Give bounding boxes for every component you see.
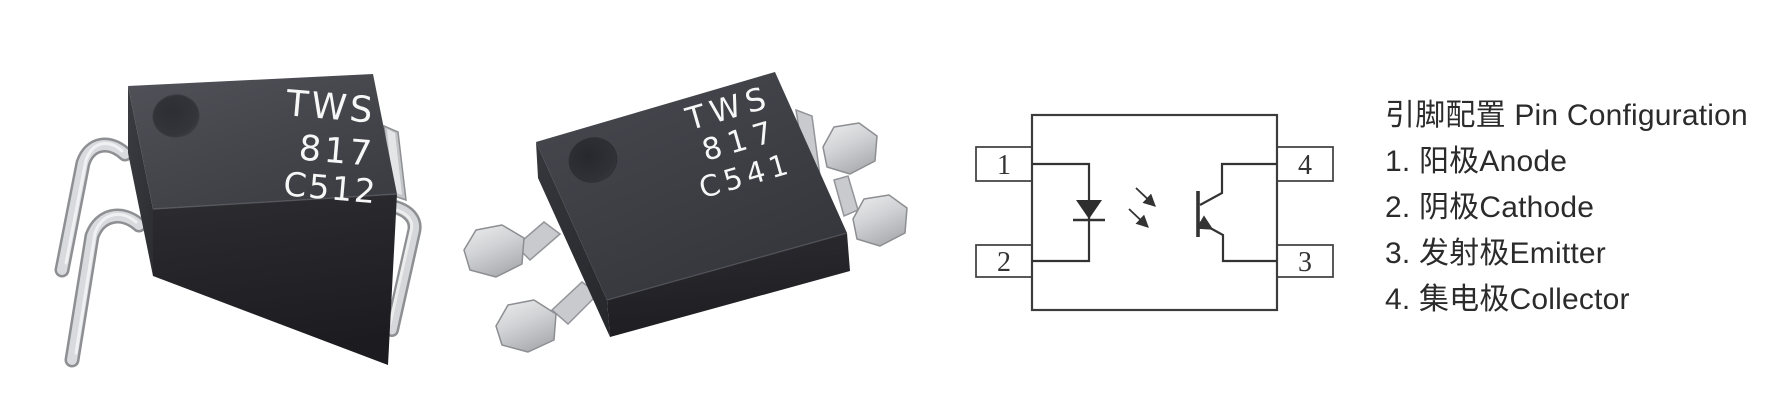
smd-pin1-dimple <box>568 137 618 183</box>
smd-lead-pad <box>822 122 878 175</box>
pin-config-item-emitter: 3. 发射极Emitter <box>1385 237 1606 270</box>
light-arrows <box>1128 187 1156 228</box>
schematic-pin2-label: 2 <box>997 247 1011 278</box>
smd-body-top-face <box>536 72 847 300</box>
dip-body-left-face <box>128 86 153 276</box>
smd-body-left-face <box>536 142 610 337</box>
smd-leads-right <box>795 108 908 247</box>
dip-leads-left <box>54 137 147 368</box>
schematic-pin1-label: 1 <box>997 150 1011 181</box>
smd-lead-pad <box>463 224 525 278</box>
pin-configuration-list: 引脚配置 Pin Configuration 1. 阳极Anode 2. 阴极C… <box>1385 93 1765 323</box>
smd-body: TWS 817 C541 <box>536 72 850 337</box>
smd-lead-pad <box>495 299 557 353</box>
pin-diagram: 1 2 4 3 <box>975 113 1334 312</box>
dip-body: TWS 817 C512 <box>128 74 398 365</box>
dip-marking: TWS 817 C512 <box>282 83 379 211</box>
dip-pin1-dimple <box>152 94 200 138</box>
dip-chip-photo: TWS 817 C512 <box>54 74 422 368</box>
dip-marking-line2: 817 <box>297 129 376 175</box>
pin-config-item-collector: 4. 集电极Collector <box>1385 283 1630 316</box>
dip-leads-right <box>383 124 422 337</box>
led-symbol <box>1032 162 1105 263</box>
smd-lead-pad <box>852 194 908 247</box>
smd-body-front-face <box>607 233 850 337</box>
dip-marking-line1: TWS <box>283 83 377 132</box>
smd-chip-photo: TWS 817 C541 <box>463 72 908 353</box>
schematic-pin4-label: 4 <box>1298 150 1312 181</box>
phototransistor-symbol <box>1196 162 1277 263</box>
pin-config-title: 引脚配置 Pin Configuration <box>1385 99 1748 132</box>
pin-config-item-cathode: 2. 阴极Cathode <box>1385 191 1595 224</box>
dip-body-front-face <box>153 194 397 365</box>
schematic-pin3-label: 3 <box>1298 247 1312 278</box>
dip-marking-line3: C512 <box>282 164 379 211</box>
pin-config-item-anode: 1. 阳极Anode <box>1385 145 1568 178</box>
smd-leads-left <box>463 221 600 353</box>
schematic-package-outline <box>1030 113 1279 312</box>
